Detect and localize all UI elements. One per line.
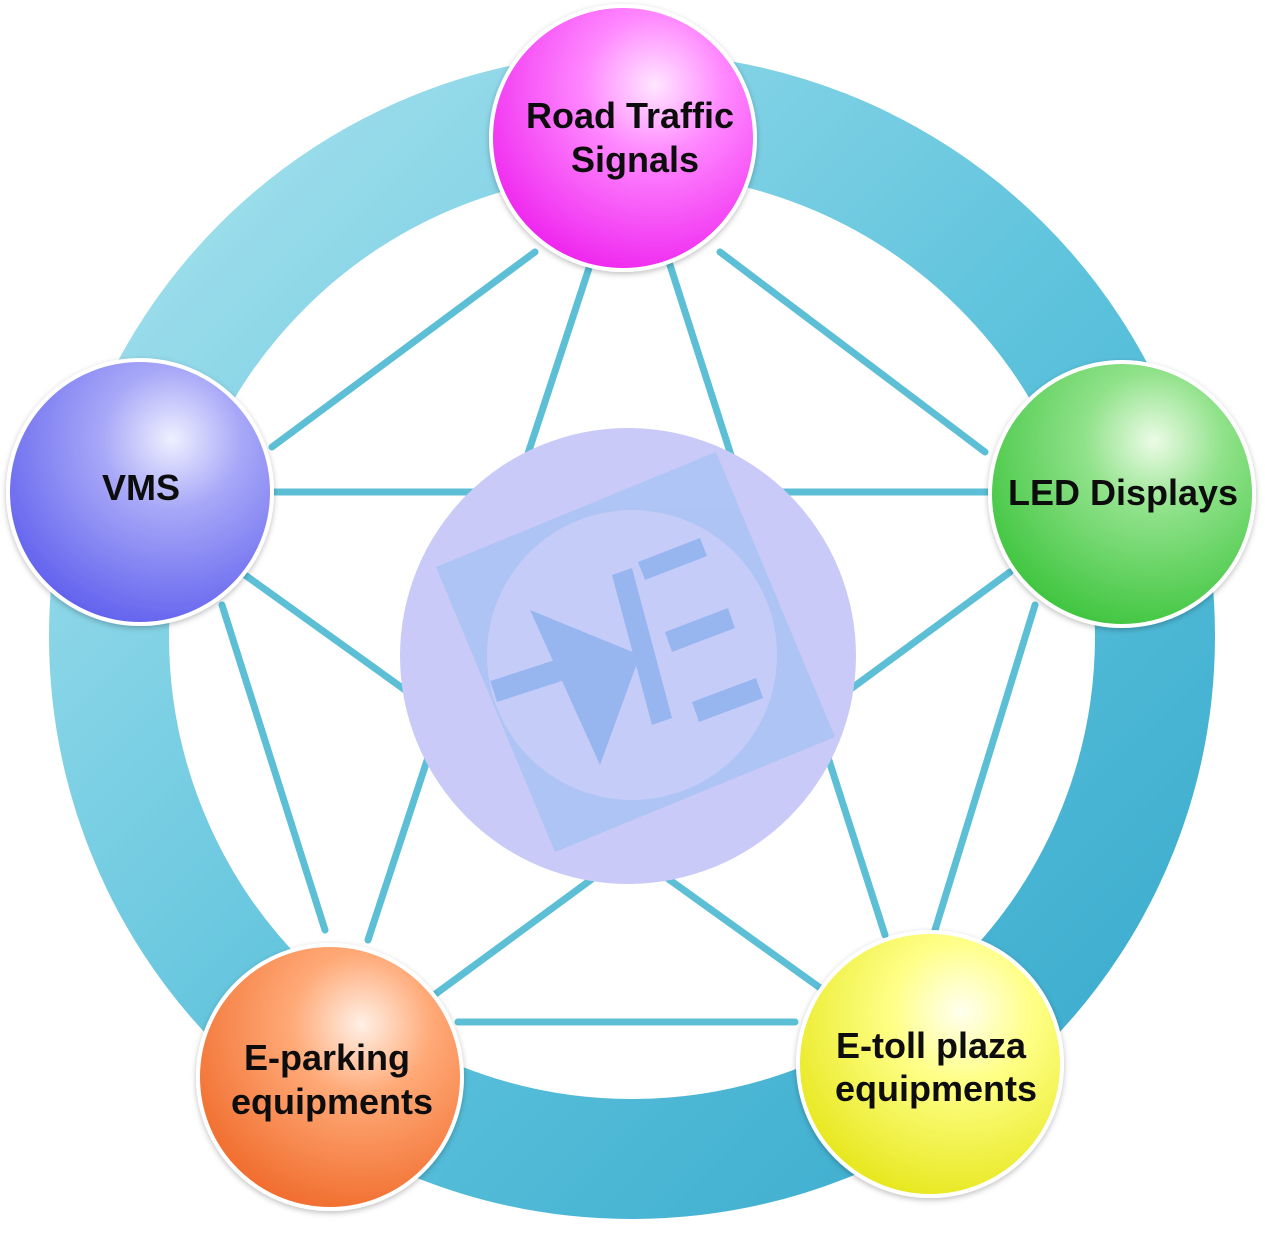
svg-text:E-parking equipments: E-parking equipments — [231, 1037, 433, 1122]
connector-eparking-vms — [218, 601, 329, 934]
node-label-line: LED Displays — [1008, 472, 1238, 513]
diode-arrow-e-logo-icon — [436, 452, 835, 852]
node-label-line: equipments — [835, 1068, 1037, 1109]
svg-text:LED Displays: LED Displays — [1008, 472, 1238, 513]
node-label-line: E-parking — [244, 1037, 410, 1078]
node-label-line: E-toll plaza — [836, 1025, 1027, 1066]
node-label-line: VMS — [102, 467, 180, 508]
svg-text:VMS: VMS — [102, 467, 180, 508]
node-label-line: equipments — [231, 1081, 433, 1122]
center-hub — [400, 428, 856, 884]
connector-led-etoll — [931, 601, 1039, 934]
node-road-traffic-signals[interactable]: Road Traffic Signals — [489, 4, 757, 272]
node-vms[interactable]: VMS — [6, 358, 274, 626]
node-label-line: Signals — [571, 139, 699, 180]
connector-vms-road — [268, 248, 539, 451]
node-led-displays[interactable]: LED Displays — [988, 360, 1256, 628]
svg-text:E-toll plaza equipments: E-toll plaza equipments — [835, 1025, 1037, 1109]
node-e-parking-equipments[interactable]: E-parking equipments — [196, 943, 464, 1211]
connector-road-led — [716, 248, 989, 456]
svg-text:Road Traffic Signals: Road Traffic Signals — [526, 95, 744, 180]
node-label-line: Road Traffic — [526, 95, 734, 136]
node-e-toll-plaza-equipments[interactable]: E-toll plaza equipments — [796, 930, 1064, 1198]
